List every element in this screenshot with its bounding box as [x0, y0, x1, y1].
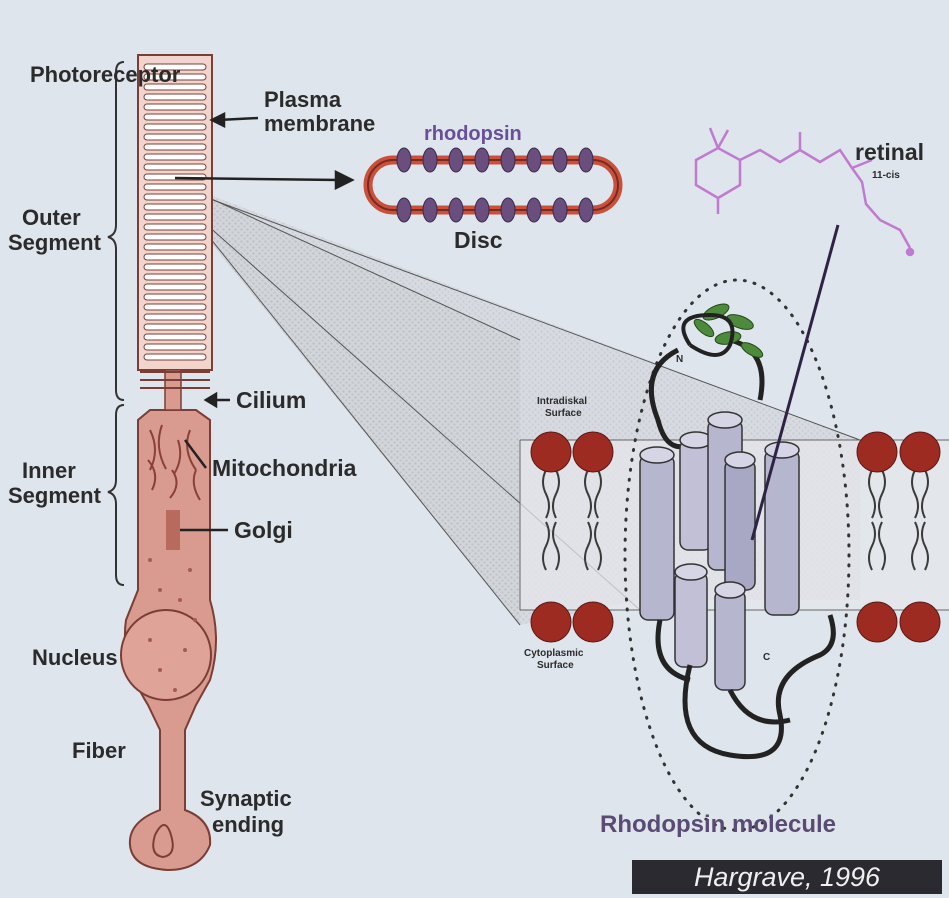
disc-membrane	[144, 214, 206, 220]
disc-membrane	[144, 314, 206, 320]
disc-membrane	[144, 334, 206, 340]
label-inner: Inner	[22, 458, 76, 483]
label-plasma: Plasma	[264, 87, 342, 112]
label-mitochondria: Mitochondria	[212, 455, 357, 481]
rhodopsin-oval	[579, 198, 593, 222]
rhodopsin-oval	[553, 148, 567, 172]
rhodopsin-oval	[449, 198, 463, 222]
disc-membrane	[144, 194, 206, 200]
disc-membrane	[144, 284, 206, 290]
rhodopsin-oval	[501, 148, 515, 172]
rhodopsin-oval	[397, 148, 411, 172]
label-cytoplasmic-surface: Surface	[537, 660, 574, 671]
disc-membrane	[144, 124, 206, 130]
disc-membrane	[144, 154, 206, 160]
disc-membrane	[144, 134, 206, 140]
label-ending: ending	[212, 812, 284, 837]
label-golgi: Golgi	[234, 517, 293, 543]
label-outer: Outer	[22, 205, 81, 230]
disc-membrane	[144, 264, 206, 270]
disc-membrane	[144, 94, 206, 100]
rhodopsin-oval	[423, 198, 437, 222]
disc-membrane	[144, 354, 206, 360]
rhodopsin-oval	[527, 148, 541, 172]
disc-membrane	[144, 294, 206, 300]
label-fiber: Fiber	[72, 738, 126, 763]
disc-membrane	[144, 254, 206, 260]
label-outer-segment: Segment	[8, 230, 102, 255]
disc-diagram	[368, 148, 618, 222]
rhodopsin-oval	[397, 198, 411, 222]
nucleus	[121, 610, 211, 700]
rhodopsin-oval	[501, 198, 515, 222]
rhodopsin-oval	[449, 148, 463, 172]
label-membrane: membrane	[264, 111, 375, 136]
rhodopsin-oval	[475, 148, 489, 172]
disc-membrane	[144, 204, 206, 210]
label-cilium: Cilium	[236, 387, 306, 413]
disc-membrane	[144, 184, 206, 190]
label-cytoplasmic: Cytoplasmic	[524, 648, 584, 659]
disc-membrane	[144, 234, 206, 240]
disc-membrane	[144, 114, 206, 120]
label-intradiskal: Intradiskal	[537, 396, 587, 407]
label-nucleus: Nucleus	[32, 645, 118, 670]
disc-membrane	[144, 324, 206, 330]
rhodopsin-oval	[553, 198, 567, 222]
label-inner-segment: Segment	[8, 483, 102, 508]
credit-label: Hargrave, 1996	[632, 860, 942, 894]
disc-membrane	[144, 304, 206, 310]
label-intradiskal-surface: Surface	[545, 408, 582, 419]
label-retinal: retinal	[855, 139, 924, 165]
label-c-terminal: C	[763, 652, 770, 663]
label-rhodopsin: rhodopsin	[424, 123, 522, 145]
label-retinal-isomer: 11-cis	[872, 170, 900, 181]
segment-braces	[108, 62, 124, 585]
golgi	[166, 510, 180, 550]
label-synaptic: Synaptic	[200, 786, 292, 811]
disc-membrane	[144, 144, 206, 150]
rhodopsin-oval	[475, 198, 489, 222]
disc-membrane	[144, 244, 206, 250]
rhodopsin-oval	[579, 148, 593, 172]
label-photoreceptor: Photoreceptor	[30, 62, 181, 87]
disc-membrane	[144, 164, 206, 170]
disc-membrane	[144, 224, 206, 230]
disc-membrane	[144, 274, 206, 280]
disc-membrane	[144, 104, 206, 110]
label-disc: Disc	[454, 227, 503, 253]
label-rhodopsin-molecule: Rhodopsin molecule	[600, 811, 836, 838]
rhodopsin-oval	[527, 198, 541, 222]
label-n-terminal: N	[676, 354, 683, 365]
rhodopsin-oval	[423, 148, 437, 172]
disc-membrane	[144, 344, 206, 350]
